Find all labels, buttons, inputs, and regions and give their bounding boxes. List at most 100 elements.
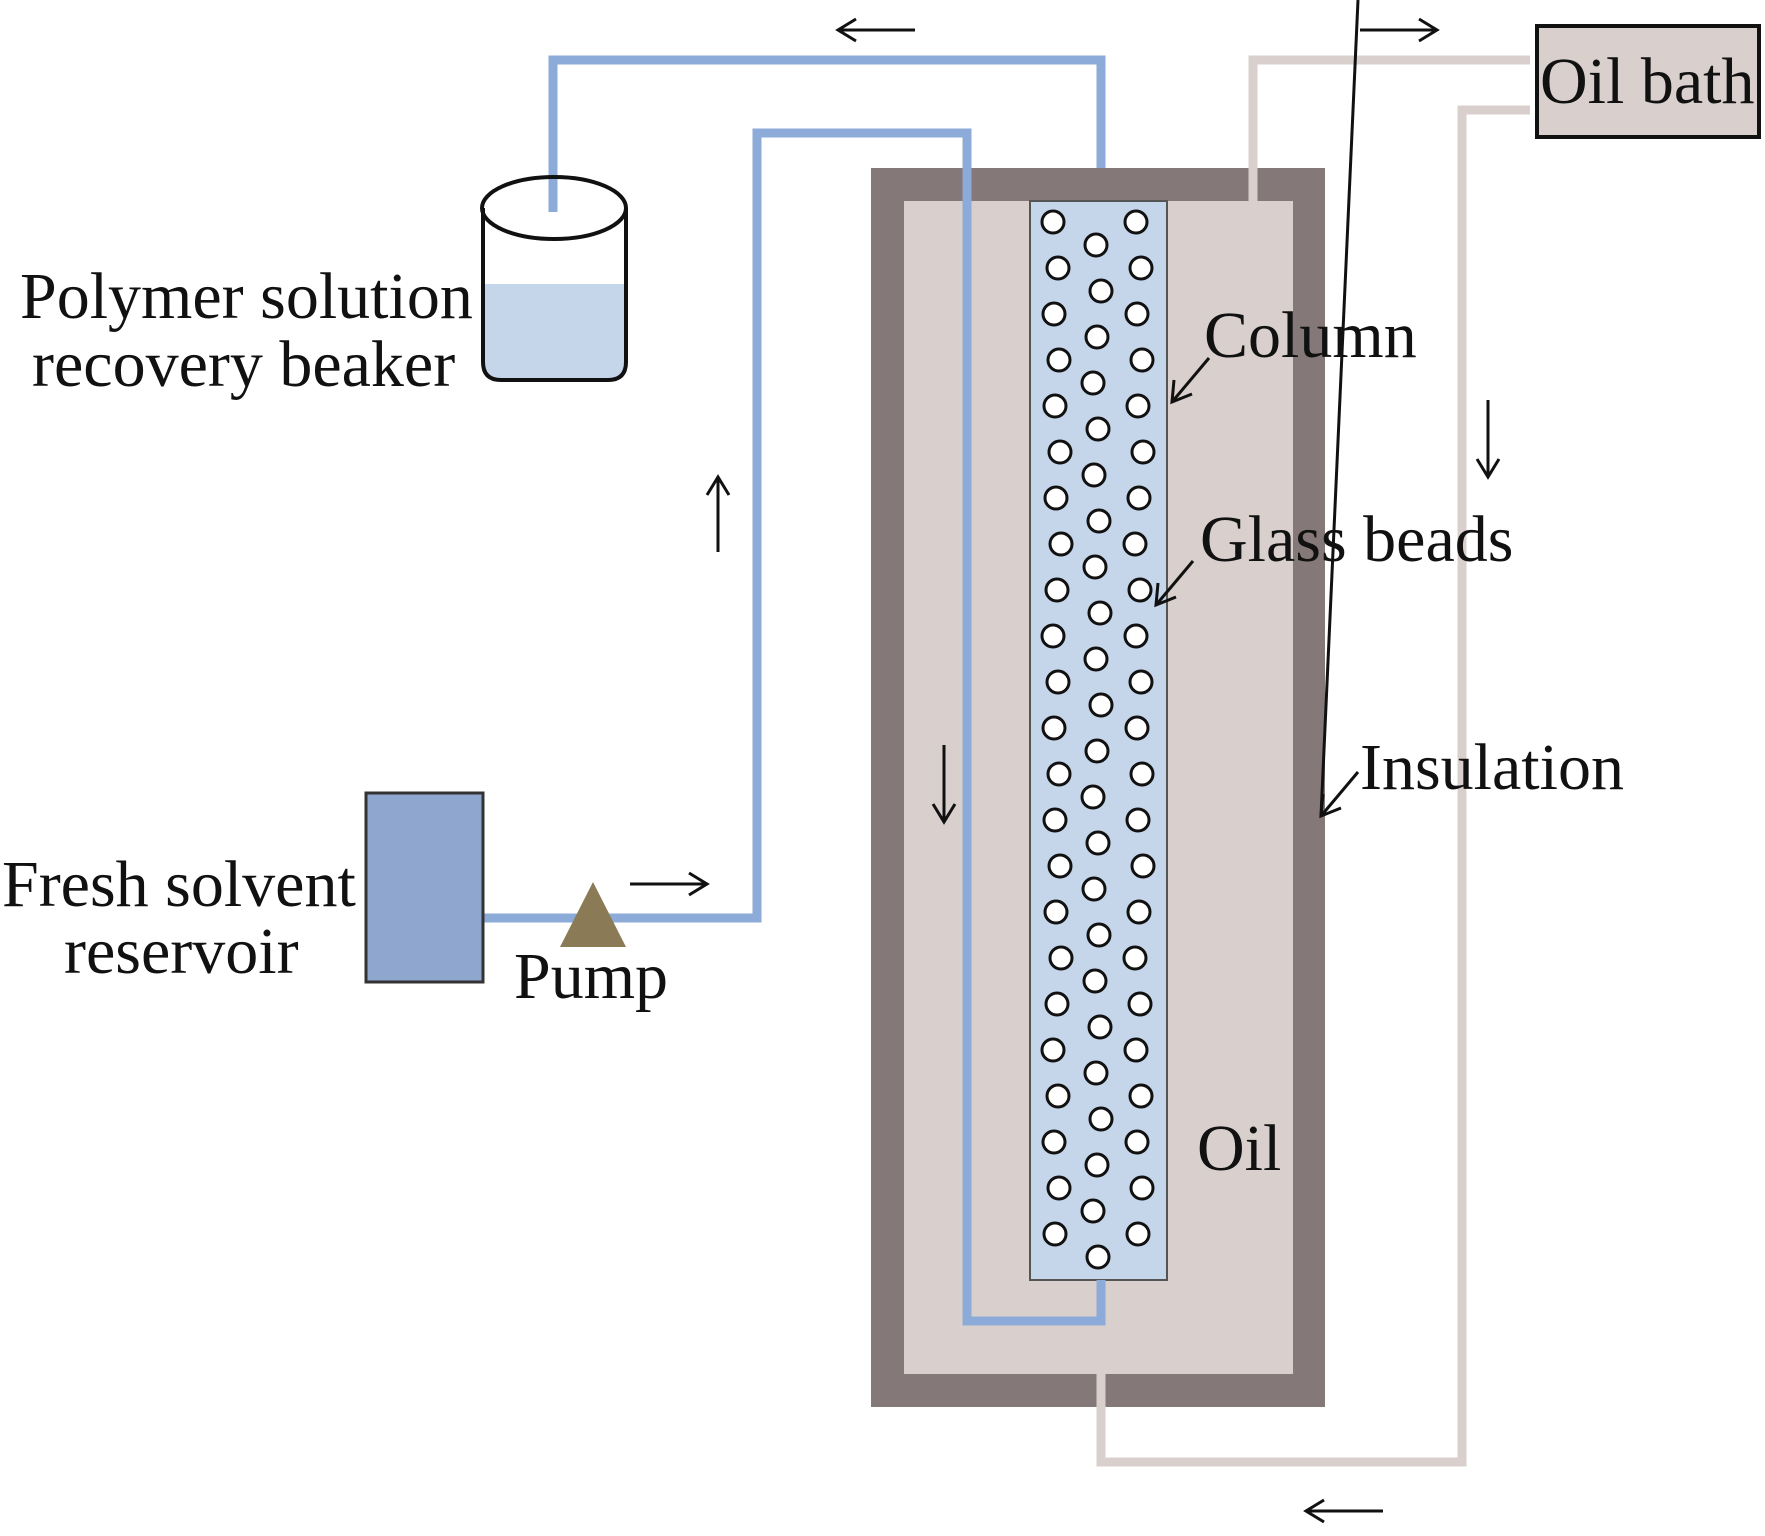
insulation-label: Insulation	[1360, 731, 1624, 804]
glass-bead	[1045, 669, 1071, 695]
glass-bead	[1046, 347, 1072, 373]
glass-bead	[1128, 669, 1154, 695]
glass-bead	[1088, 692, 1114, 718]
glass-bead	[1124, 1129, 1150, 1155]
glass-bead	[1086, 508, 1112, 534]
arrow-up-feed-icon	[705, 474, 731, 552]
glass-bead	[1041, 1129, 1067, 1155]
glass-bead	[1126, 899, 1152, 925]
solvent-reservoir	[364, 791, 485, 984]
pump-label: Pump	[514, 940, 668, 1013]
glass-beads	[1040, 209, 1156, 1270]
glass-bead	[1046, 1175, 1072, 1201]
glass-bead	[1084, 1152, 1110, 1178]
reservoir-label-line1: Fresh solvent	[2, 848, 356, 921]
glass-bead	[1129, 347, 1155, 373]
glass-bead	[1041, 715, 1067, 741]
oil-bath-label: Oil bath	[1540, 45, 1754, 118]
glass-bead	[1087, 1014, 1113, 1040]
oil-bath	[1535, 24, 1761, 139]
arrow-left-bottom-icon	[1303, 1498, 1383, 1524]
glass-bead	[1124, 301, 1150, 327]
glass-bead	[1081, 876, 1107, 902]
glass-bead	[1127, 577, 1153, 603]
arrow-left-top-icon	[835, 17, 915, 43]
glass-bead	[1123, 1037, 1149, 1063]
glass-bead	[1047, 853, 1073, 879]
glass-bead	[1083, 1060, 1109, 1086]
glass-bead	[1124, 715, 1150, 741]
glass-bead	[1045, 1083, 1071, 1109]
glass-bead	[1088, 1106, 1114, 1132]
solution-outlet-tube	[548, 55, 1106, 212]
glass-bead	[1083, 232, 1109, 258]
pump-icon	[560, 882, 626, 947]
glass-bead	[1127, 991, 1153, 1017]
glass-beads-pointer-icon	[1154, 560, 1195, 608]
glass-bead	[1126, 485, 1152, 511]
column-label: Column	[1204, 299, 1417, 372]
glass-bead	[1041, 301, 1067, 327]
flow-arrows	[630, 17, 1501, 1524]
beaker-liquid	[483, 284, 626, 380]
glass-bead	[1128, 1083, 1154, 1109]
arrow-down-oil-icon	[1475, 400, 1501, 480]
glass-bead	[1046, 761, 1072, 787]
glass-bead	[1040, 623, 1066, 649]
glass-bead	[1081, 462, 1107, 488]
beaker-label-line1: Polymer solution	[20, 260, 473, 333]
glass-bead	[1042, 807, 1068, 833]
glass-bead	[1047, 439, 1073, 465]
glass-bead	[1125, 1221, 1151, 1247]
oil-supply-tube	[1096, 105, 1530, 1467]
beaker-outline	[481, 208, 628, 382]
glass-bead	[1129, 1175, 1155, 1201]
glass-bead	[1045, 255, 1071, 281]
glass-bead	[1128, 255, 1154, 281]
glass-bead	[1085, 830, 1111, 856]
glass-bead	[1048, 531, 1074, 557]
glass-bead	[1085, 416, 1111, 442]
glass-bead	[1087, 600, 1113, 626]
glass-bead	[1040, 1037, 1066, 1063]
glass-bead	[1130, 439, 1156, 465]
glass-bead	[1123, 209, 1149, 235]
recovery-beaker	[480, 175, 628, 382]
beaker-label-line2: recovery beaker	[32, 328, 455, 401]
insulation-pointer-icon	[1319, 0, 1360, 817]
arrow-right-pump-icon	[630, 871, 710, 897]
glass-bead	[1129, 761, 1155, 787]
oil-return-tube	[1248, 55, 1530, 201]
beaker-rim	[480, 175, 628, 241]
glass-bead	[1080, 1198, 1106, 1224]
arrow-right-top-icon	[1360, 17, 1440, 43]
glass-bead	[1043, 485, 1069, 511]
glass-bead	[1125, 807, 1151, 833]
column-pointer-icon	[1170, 357, 1211, 405]
reservoir-label-line2: reservoir	[64, 915, 299, 988]
glass-beads-label: Glass beads	[1200, 503, 1513, 576]
solvent-feed-tube	[483, 128, 1106, 1326]
glass-bead	[1042, 1221, 1068, 1247]
glass-bead	[1044, 991, 1070, 1017]
insulation-pointer	[1319, 771, 1360, 819]
glass-bead	[1125, 393, 1151, 419]
glass-bead	[1122, 945, 1148, 971]
glass-bead	[1122, 531, 1148, 557]
glass-bead	[1082, 554, 1108, 580]
glass-bead	[1084, 324, 1110, 350]
oil-label: Oil	[1197, 1112, 1281, 1185]
glass-bead	[1085, 1244, 1111, 1270]
glass-bead	[1080, 784, 1106, 810]
arrow-down-column-icon	[931, 745, 957, 825]
glass-bead	[1123, 623, 1149, 649]
pointer-arrows	[1154, 0, 1360, 817]
glass-bead	[1042, 393, 1068, 419]
glass-bead	[1088, 278, 1114, 304]
glass-bead	[1040, 209, 1066, 235]
glass-bead	[1086, 922, 1112, 948]
glass-bead	[1080, 370, 1106, 396]
glass-bead	[1083, 646, 1109, 672]
